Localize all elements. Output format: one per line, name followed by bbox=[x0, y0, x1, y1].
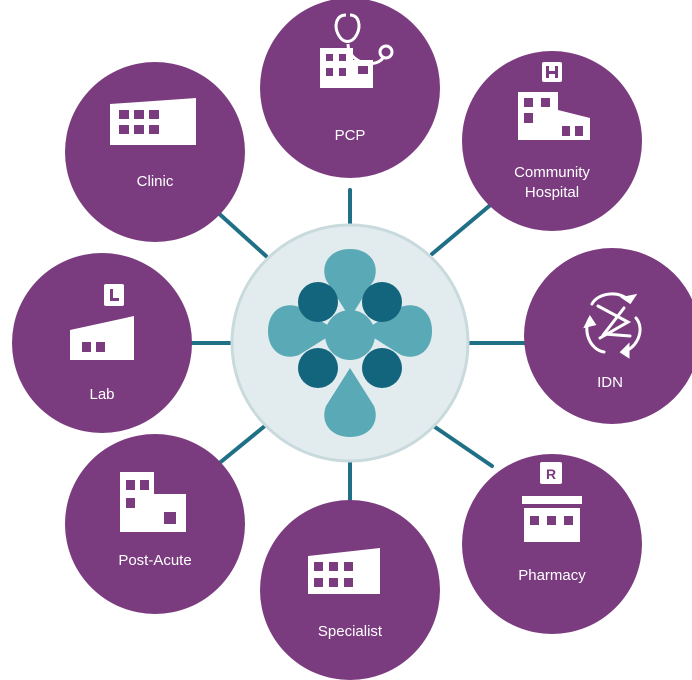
node-clinic: Clinic bbox=[65, 62, 245, 242]
svg-text:R: R bbox=[546, 466, 556, 482]
node-pcp: PCP bbox=[260, 0, 440, 178]
hub-dot-bottom-right bbox=[362, 348, 402, 388]
hub-petal-top bbox=[324, 249, 376, 318]
hospital-icon bbox=[518, 62, 590, 140]
hub-dot-top-left bbox=[298, 282, 338, 322]
node-community-hospital: Community Hospital bbox=[462, 51, 642, 231]
node-idn-circle bbox=[524, 248, 692, 424]
node-post-acute: Post-Acute bbox=[65, 434, 245, 614]
node-pharmacy: R Pharmacy bbox=[462, 454, 642, 634]
connector-clinic bbox=[213, 208, 268, 258]
node-idn-label: IDN bbox=[597, 374, 623, 391]
lab-building-icon bbox=[70, 284, 134, 360]
node-community-hospital-label-line1: Community bbox=[514, 164, 590, 181]
node-pcp-label: PCP bbox=[335, 127, 366, 144]
hub-center bbox=[325, 310, 375, 360]
node-community-hospital-circle bbox=[462, 51, 642, 231]
node-pcp-circle bbox=[260, 0, 440, 178]
connector-community-hospital bbox=[430, 200, 496, 256]
building-icon bbox=[308, 548, 380, 594]
node-clinic-label: Clinic bbox=[137, 173, 174, 190]
node-lab: Lab bbox=[12, 253, 192, 433]
network-arrows-icon bbox=[583, 292, 642, 359]
node-idn: IDN bbox=[524, 248, 692, 424]
hub-dot-top-right bbox=[362, 282, 402, 322]
node-post-acute-label: Post-Acute bbox=[118, 552, 191, 569]
node-specialist-label: Specialist bbox=[318, 623, 383, 640]
node-clinic-circle bbox=[65, 62, 245, 242]
connector-pharmacy bbox=[430, 423, 494, 468]
hub-petal-right bbox=[363, 305, 432, 357]
clinic-building-icon bbox=[110, 98, 196, 145]
post-acute-building-icon bbox=[120, 472, 186, 532]
hub-petal-left bbox=[268, 305, 337, 357]
node-pharmacy-circle bbox=[462, 454, 642, 634]
hub-dot-bottom-left bbox=[298, 348, 338, 388]
hub bbox=[230, 223, 470, 463]
node-specialist: Specialist bbox=[260, 500, 440, 680]
pharmacy-icon: R bbox=[522, 462, 582, 542]
node-community-hospital-label-line2: Hospital bbox=[525, 184, 579, 201]
node-pharmacy-label: Pharmacy bbox=[518, 567, 586, 584]
node-lab-label: Lab bbox=[89, 386, 114, 403]
stethoscope-building-icon bbox=[320, 13, 394, 88]
network-logo-icon bbox=[268, 249, 432, 437]
hub-petal-bottom bbox=[324, 368, 376, 437]
